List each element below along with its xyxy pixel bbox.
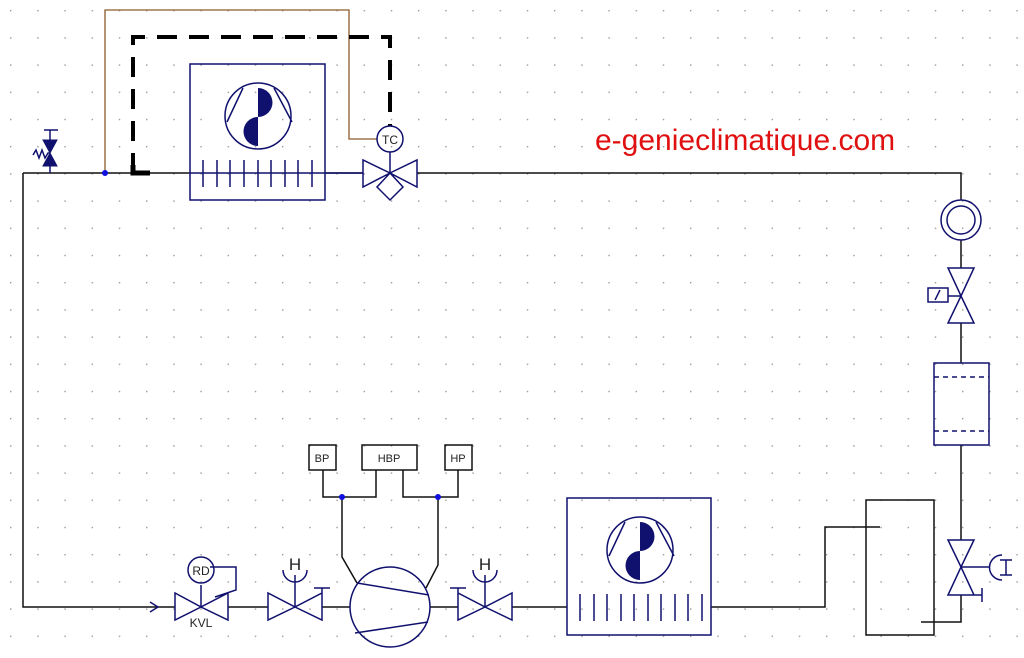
hbp-label: HBP <box>378 453 401 465</box>
condenser-icon <box>566 497 712 636</box>
site-watermark: e-genieclimatique.com <box>595 124 895 157</box>
hp-switch-box <box>444 444 473 471</box>
receiver-tank-icon <box>865 499 935 636</box>
pipes <box>22 172 962 623</box>
hand-valve-label: H <box>479 555 491 574</box>
tc-label: TC <box>382 133 398 147</box>
control-line-foot <box>130 165 150 176</box>
filter-drier-icon <box>933 362 990 446</box>
hand-valve-discharge-icon <box>450 569 513 622</box>
thermostatic-valve-icon <box>362 125 418 202</box>
compressor-icon <box>341 497 439 648</box>
pressure-switch-lines <box>322 470 459 498</box>
hand-valve-label: H <box>289 555 301 574</box>
junction-dot <box>339 494 345 500</box>
sight-glass-icon <box>940 199 982 241</box>
solenoid-valve-icon <box>927 267 976 324</box>
capillary-line <box>104 9 377 173</box>
rd-label: RD <box>192 564 210 578</box>
bp-label: BP <box>315 453 330 465</box>
kvl-valve-icon <box>174 556 237 622</box>
flow-arrow-icon <box>149 601 160 613</box>
control-dashed-line <box>131 35 392 173</box>
bp-switch-box <box>308 444 337 471</box>
hp-label: HP <box>450 453 465 465</box>
hand-valve-suction-icon <box>267 569 330 622</box>
hbp-switch-box <box>361 444 418 471</box>
junction-dot <box>435 494 441 500</box>
kvl-label: KVL <box>190 616 213 630</box>
thermal-valve-icon <box>32 129 58 173</box>
evaporator-icon <box>189 63 326 201</box>
junction-dot <box>102 170 108 176</box>
hand-valve-vertical-icon <box>946 539 1012 602</box>
